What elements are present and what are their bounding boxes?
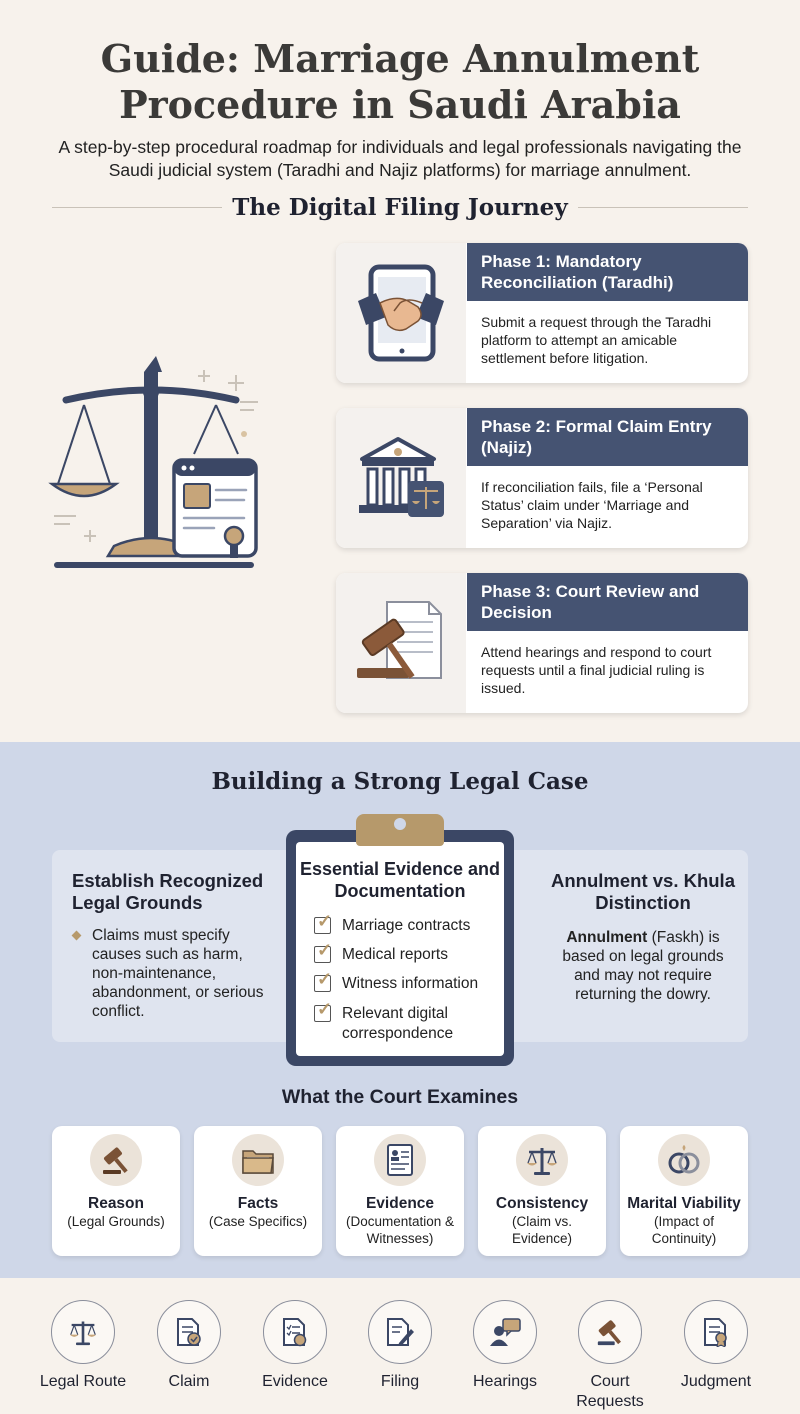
heading-rule-left xyxy=(52,207,222,208)
evidence-label: Relevant digital correspondence xyxy=(342,1005,454,1042)
step-ring xyxy=(51,1300,115,1364)
phase-text: Attend hearings and respond to court req… xyxy=(481,644,712,696)
checkmark-icon: ✓ xyxy=(317,999,333,1019)
card-subtitle: (Claim vs. Evidence) xyxy=(511,1214,573,1246)
checkbox-icon xyxy=(314,917,331,934)
handshake-tablet-icon xyxy=(358,264,444,362)
evidence-title: Essential Evidence and Documentation xyxy=(299,859,501,901)
person-speech-icon xyxy=(490,1318,521,1346)
step-ring xyxy=(263,1300,327,1364)
phase-icon-box xyxy=(336,573,466,713)
id-document-icon xyxy=(387,1144,413,1176)
evidence-label: Witness information xyxy=(342,975,479,992)
step-ring xyxy=(684,1300,748,1364)
step-ring xyxy=(157,1300,221,1364)
step-label: Court Requests xyxy=(576,1373,644,1410)
grounds-text: Claims must specify causes such as harm,… xyxy=(92,927,264,1020)
checkbox-icon xyxy=(314,946,331,963)
step-ring xyxy=(473,1300,537,1364)
phase-card-3: Phase 3: Court Review and Decision Atten… xyxy=(336,573,748,713)
step-label: Legal Route xyxy=(39,1373,127,1390)
legal-case-title: Building a Strong Legal Case xyxy=(211,768,589,795)
phase-card-1: Phase 1: Mandatory Reconciliation (Tarad… xyxy=(336,243,748,383)
court-card-reason: Reason (Legal Grounds) xyxy=(52,1126,180,1256)
folder-icon xyxy=(242,1150,274,1174)
phase-icon-box xyxy=(336,243,466,383)
icon-circle xyxy=(658,1134,710,1186)
legal-case-section: Building a Strong Legal Case Establish R… xyxy=(0,742,800,1278)
step-ring xyxy=(368,1300,432,1364)
distinction-bold: Annulment xyxy=(566,929,648,946)
evidence-item: ✓ Marriage contracts xyxy=(314,911,504,936)
courthouse-icon xyxy=(359,437,444,517)
card-title: Marital Viability xyxy=(627,1195,741,1212)
pen-document-icon xyxy=(387,1318,414,1346)
phase-text: Submit a request through the Taradhi pla… xyxy=(481,314,712,366)
card-title: Facts xyxy=(237,1195,279,1212)
distinction-rest: (Faskh) is based on legal grounds and ma… xyxy=(562,929,724,1003)
grounds-title: Establish Recognized Legal Grounds xyxy=(72,870,264,913)
checkmark-icon: ✓ xyxy=(317,940,333,960)
card-subtitle: (Impact of Continuity) xyxy=(651,1214,717,1246)
journey-heading: The Digital Filing Journey xyxy=(0,192,800,224)
phase-icon-box xyxy=(336,408,466,548)
process-steps-strip: Legal Route Claim Evidence xyxy=(0,1278,800,1414)
court-card-marital-viability: Marital Viability (Impact of Continuity) xyxy=(620,1126,748,1256)
scales-icon xyxy=(527,1148,557,1175)
card-title: Consistency xyxy=(495,1195,589,1212)
step-label: Hearings xyxy=(472,1373,538,1390)
card-title: Evidence xyxy=(365,1195,435,1212)
title-line-1: Guide: Marriage Annulment xyxy=(100,36,700,81)
court-card-evidence: Evidence (Documentation & Witnesses) xyxy=(336,1126,464,1256)
title-line-2: Procedure in Saudi Arabia xyxy=(119,82,681,127)
checklist-icon xyxy=(283,1318,307,1347)
icon-circle xyxy=(516,1134,568,1186)
phase-title: Phase 3: Court Review and Decision xyxy=(467,573,748,631)
distinction-text: Annulment (Faskh) is based on legal grou… xyxy=(548,928,738,1004)
page-subtitle: A step-by-step procedural roadmap for in… xyxy=(58,137,742,180)
gavel-icon xyxy=(103,1147,128,1174)
icon-circle xyxy=(374,1134,426,1186)
court-examines-title: What the Court Examines xyxy=(281,1086,519,1108)
step-ring xyxy=(578,1300,642,1364)
phase-title: Phase 1: Mandatory Reconciliation (Tarad… xyxy=(467,243,748,301)
court-card-facts: Facts (Case Specifics) xyxy=(194,1126,322,1256)
card-title: Reason xyxy=(88,1195,144,1212)
distinction-title: Annulment vs. Khula Distinction xyxy=(551,870,735,913)
gavel-document-icon xyxy=(357,601,442,679)
step-label: Judgment xyxy=(680,1373,752,1390)
phase-title: Phase 2: Formal Claim Entry (Najiz) xyxy=(467,408,748,466)
checkmark-icon: ✓ xyxy=(317,911,333,931)
checkbox-icon xyxy=(314,1005,331,1022)
phase-text: If reconciliation fails, file a ‘Persona… xyxy=(481,479,703,531)
claim-document-icon xyxy=(177,1318,201,1346)
heading-rule-right xyxy=(578,207,748,208)
evidence-label: Marriage contracts xyxy=(342,917,471,934)
phase-card-2: Phase 2: Formal Claim Entry (Najiz) If r… xyxy=(336,408,748,548)
card-subtitle: (Documentation & Witnesses) xyxy=(345,1214,455,1246)
checkmark-icon: ✓ xyxy=(317,969,333,989)
scales-icon xyxy=(69,1321,97,1346)
page-title: Guide: Marriage Annulment Procedure in S… xyxy=(0,36,800,128)
card-subtitle: (Legal Grounds) xyxy=(67,1214,165,1229)
evidence-item: ✓ Medical reports xyxy=(314,940,504,965)
checkbox-icon xyxy=(314,975,331,992)
rings-icon xyxy=(668,1145,700,1174)
gavel-icon xyxy=(597,1320,621,1346)
top-section: Guide: Marriage Annulment Procedure in S… xyxy=(0,36,800,713)
step-label: Filing xyxy=(380,1373,420,1390)
journey-title: The Digital Filing Journey xyxy=(232,194,568,221)
icon-circle xyxy=(90,1134,142,1186)
evidence-label: Medical reports xyxy=(342,946,448,963)
certificate-icon xyxy=(704,1318,727,1347)
evidence-item: ✓ Witness information xyxy=(314,969,504,994)
clipboard-hole xyxy=(394,818,406,830)
evidence-item: ✓ Relevant digital correspondence xyxy=(314,999,504,1044)
step-label: Evidence xyxy=(262,1373,328,1390)
scales-laptop-illustration xyxy=(48,356,258,568)
card-subtitle: (Case Specifics) xyxy=(208,1214,308,1229)
step-label: Claim xyxy=(168,1373,210,1390)
court-card-consistency: Consistency (Claim vs. Evidence) xyxy=(478,1126,606,1256)
icon-circle xyxy=(232,1134,284,1186)
